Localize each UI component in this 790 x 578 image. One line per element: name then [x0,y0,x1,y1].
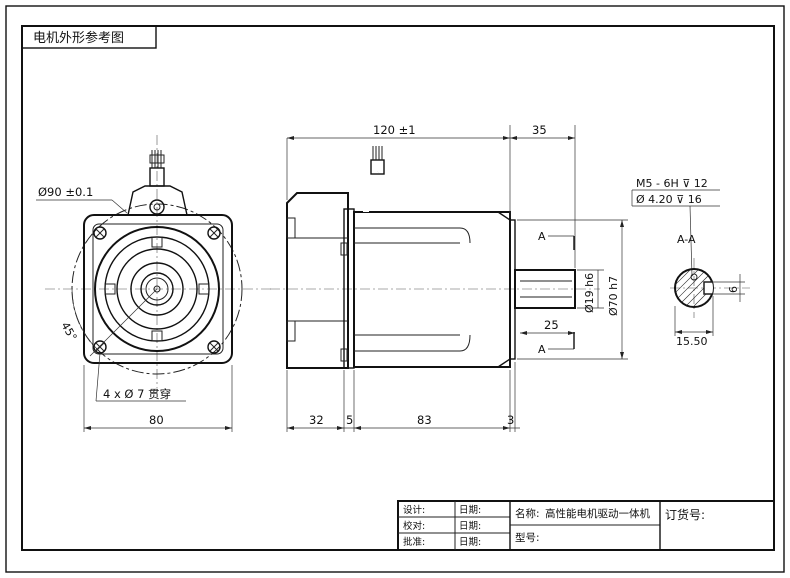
dim-flange-width: 80 [149,413,164,427]
tb-date-2: 日期: [459,521,481,532]
tb-name-value: 高性能电机驱动一体机 [545,507,650,520]
section-view [631,189,750,336]
dim-length-3: 3 [507,413,514,427]
dim-angle: 45° [58,320,79,343]
tb-date-1: 日期: [459,505,481,516]
dim-key-width: 6 [727,286,740,293]
tb-approve: 批准: [403,536,425,548]
tb-order-label: 订货号: [665,507,705,522]
front-view [36,135,272,432]
inner-border [21,25,775,551]
title-block [397,500,775,551]
dim-key-length: 25 [544,318,559,332]
dim-shaft-length: 35 [532,123,547,137]
side-view [270,125,628,432]
section-mark-top: A [538,230,546,243]
tb-check: 校对: [403,520,425,532]
dim-key-height: 15.50 [676,335,708,348]
dim-length-83: 83 [417,413,432,427]
tb-design: 设计: [403,504,425,516]
tb-name-label: 名称: [515,507,540,520]
mounting-hole [207,340,221,354]
dim-shaft-diameter: Ø19 h6 [583,273,596,313]
dim-holes: 4 x Ø 7 贯穿 [103,387,171,401]
mounting-hole [93,226,107,240]
dim-length-32: 32 [309,413,324,427]
dim-pilot-diameter: Ø70 h7 [607,276,620,316]
dim-total-length: 120 ±1 [373,123,416,137]
section-mark-bottom: A [538,343,546,356]
dim-length-5: 5 [346,413,353,427]
drawing-title: 电机外形参考图 [33,30,124,46]
section-label: A-A [677,233,696,246]
dim-drill: Ø 4.20 ⊽ 16 [636,193,702,206]
outer-border [5,5,785,573]
tb-date-3: 日期: [459,537,481,548]
dim-flange-diameter: Ø90 ±0.1 [38,185,93,199]
dim-thread: M5 - 6H ⊽ 12 [636,177,708,190]
title-tag: 电机外形参考图 [21,25,157,49]
mounting-hole [93,340,107,354]
tb-model-label: 型号: [515,531,540,544]
mounting-hole [207,226,221,240]
